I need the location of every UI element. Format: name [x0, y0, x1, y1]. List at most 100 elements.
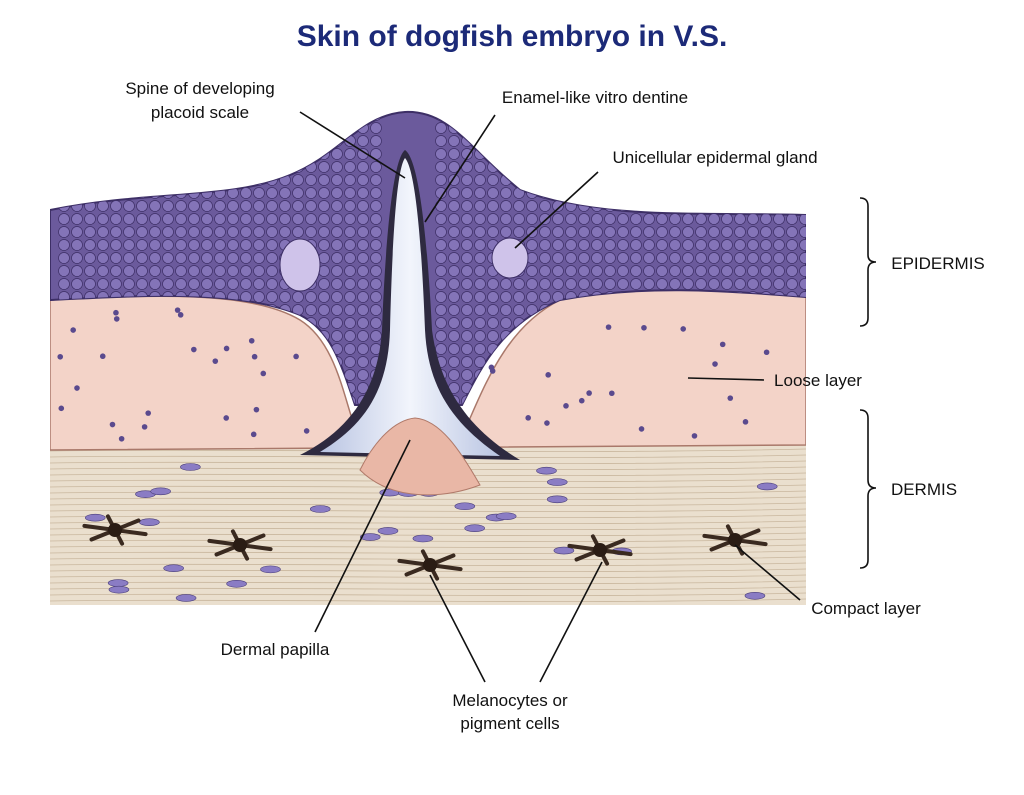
epidermal-cell — [669, 200, 681, 212]
epidermal-cell — [97, 265, 109, 277]
epidermal-cell — [747, 122, 759, 134]
epidermal-cell — [97, 161, 109, 173]
epidermal-cell — [175, 148, 187, 160]
epidermal-cell — [474, 278, 486, 290]
epidermal-cell — [97, 122, 109, 134]
epidermal-cell — [695, 135, 707, 147]
epidermal-cell — [695, 200, 707, 212]
epidermal-cell — [175, 122, 187, 134]
epidermal-cell — [370, 330, 382, 342]
epidermal-cell — [656, 239, 668, 251]
epidermal-cell — [58, 213, 70, 225]
epidermal-cell — [71, 148, 83, 160]
epidermal-cell — [318, 200, 330, 212]
loose-cell-nucleus — [578, 397, 585, 404]
epidermal-cell — [175, 252, 187, 264]
leader-loose — [687, 377, 765, 381]
epidermal-cell — [149, 200, 161, 212]
epidermal-cell — [513, 148, 525, 160]
epidermal-cell — [539, 252, 551, 264]
epidermal-cell — [448, 148, 460, 160]
epidermal-cell — [370, 239, 382, 251]
epidermal-cell — [461, 278, 473, 290]
epidermal-cell — [734, 122, 746, 134]
epidermal-cell — [240, 174, 252, 186]
fiber — [50, 508, 806, 512]
epidermal-cell — [305, 226, 317, 238]
epidermal-cell — [604, 265, 616, 277]
epidermal-cell — [331, 122, 343, 134]
epidermal-cell — [682, 187, 694, 199]
epidermal-cell — [58, 161, 70, 173]
epidermal-cell — [786, 135, 798, 147]
epidermal-cell — [786, 213, 798, 225]
epidermal-cell — [695, 278, 707, 290]
epidermal-cell — [227, 135, 239, 147]
fibroblast-nucleus — [464, 524, 485, 533]
epidermal-cell — [786, 252, 798, 264]
epidermal-cell — [253, 187, 265, 199]
epidermal-cell — [357, 135, 369, 147]
epidermal-cell — [474, 252, 486, 264]
epidermal-cell — [110, 135, 122, 147]
epidermal-cell — [604, 213, 616, 225]
epidermal-cell — [123, 135, 135, 147]
epidermal-cell — [695, 174, 707, 186]
epidermal-cell — [500, 278, 512, 290]
epidermal-cell — [97, 148, 109, 160]
epidermal-cell — [305, 135, 317, 147]
epidermal-cell — [344, 291, 356, 303]
epidermal-cell — [188, 148, 200, 160]
epidermal-cell — [552, 148, 564, 160]
epidermal-cell — [604, 122, 616, 134]
epidermal-cell — [474, 317, 486, 329]
label-papilla: Dermal papilla — [221, 640, 330, 659]
loose-cell-nucleus — [145, 410, 152, 416]
epidermal-cell — [253, 291, 265, 303]
epidermal-cell — [188, 252, 200, 264]
epidermal-cell — [474, 226, 486, 238]
melanocyte — [397, 549, 463, 581]
loose-cell-nucleus — [691, 433, 698, 439]
epidermal-cell — [539, 111, 551, 121]
epidermal-cell — [721, 135, 733, 147]
epidermal-cell — [461, 226, 473, 238]
leader-gland — [514, 171, 599, 249]
epidermal-cell — [357, 148, 369, 160]
epidermal-cell — [448, 278, 460, 290]
loose-cell-nucleus — [250, 431, 257, 438]
epidermal-cell — [526, 265, 538, 277]
epidermal-cell — [201, 252, 213, 264]
epidermal-cell — [448, 304, 460, 316]
melanocytes — [82, 514, 768, 581]
fibroblast-nucleus — [107, 579, 129, 587]
epidermal-cell — [617, 252, 629, 264]
epidermal-cell — [344, 174, 356, 186]
epidermal-cell — [175, 161, 187, 173]
fiber — [50, 598, 806, 602]
epidermal-cell — [617, 174, 629, 186]
epidermal-cell — [695, 111, 707, 121]
epidermal-cell — [539, 265, 551, 277]
epidermal-cell — [500, 330, 512, 342]
epidermal-cell — [604, 226, 616, 238]
epidermal-cell — [292, 174, 304, 186]
epidermal-cell — [591, 148, 603, 160]
epidermal-cell — [669, 187, 681, 199]
epidermal-cell — [253, 252, 265, 264]
epidermal-cell — [292, 291, 304, 303]
epidermal-cell — [578, 226, 590, 238]
epidermal-cell — [773, 278, 785, 290]
epidermal-cell — [162, 161, 174, 173]
epidermal-cell — [565, 111, 577, 121]
epidermal-cell — [682, 265, 694, 277]
epidermal-cell — [474, 356, 486, 368]
epidermal-cell — [474, 148, 486, 160]
epidermal-cell — [188, 239, 200, 251]
epidermal-cell — [799, 135, 806, 147]
epidermal-cell — [656, 200, 668, 212]
epidermal-cell — [591, 161, 603, 173]
epidermal-cell — [552, 239, 564, 251]
fiber — [50, 538, 806, 542]
loose-cell-nucleus — [719, 341, 726, 348]
